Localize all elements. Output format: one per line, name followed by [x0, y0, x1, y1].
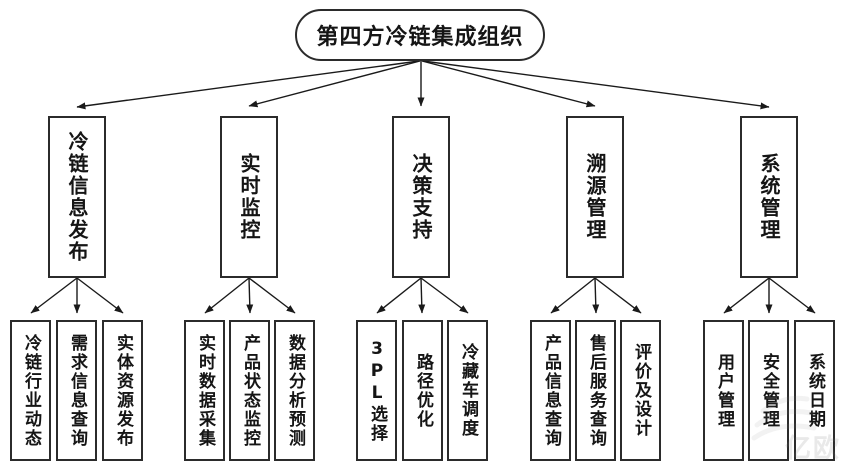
leaf-node-label: 冷藏车调度	[458, 343, 478, 438]
leaf-node-label: 实体资源发布	[113, 333, 133, 448]
leaf-node: 数据分析预测	[274, 320, 315, 461]
leaf-node: 路径优化	[402, 320, 443, 461]
branch-node-decision-support: 决策支持	[392, 116, 450, 278]
leaf-node: 系统日期	[794, 320, 835, 461]
leaf-node-label: 数据分析预测	[285, 333, 305, 448]
leaf-node: 安全管理	[748, 320, 789, 461]
leaf-node-label: 3PL选择	[367, 338, 387, 443]
root-node-label: 第四方冷链集成组织	[316, 25, 524, 50]
branch-node-label: 冷链信息发布	[65, 131, 89, 263]
leaf-node-label: 产品状态监控	[240, 333, 260, 448]
leaf-node-label: 系统日期	[805, 352, 825, 429]
leaf-node-label: 实时数据采集	[195, 333, 215, 448]
leaf-node: 实体资源发布	[102, 320, 143, 461]
leaf-node-label: 售后服务查询	[586, 333, 606, 448]
leaf-node: 评价及设计	[620, 320, 661, 461]
branch-node-label: 溯源管理	[583, 153, 607, 241]
branch-node-label: 决策支持	[409, 153, 433, 241]
leaf-node: 产品状态监控	[229, 320, 270, 461]
leaf-node: 产品信息查询	[530, 320, 571, 461]
leaf-node: 冷藏车调度	[447, 320, 488, 461]
branch-node-label: 系统管理	[757, 153, 781, 241]
branch-node-cold-chain-info-release: 冷链信息发布	[48, 116, 106, 278]
leaf-node-label: 用户管理	[714, 352, 734, 429]
leaf-node-label: 路径优化	[413, 352, 433, 429]
leaf-node: 实时数据采集	[184, 320, 225, 461]
leaf-node: 用户管理	[703, 320, 744, 461]
leaf-node-label: 安全管理	[759, 352, 779, 429]
leaf-node-label: 评价及设计	[631, 343, 651, 438]
leaf-node: 需求信息查询	[56, 320, 97, 461]
branch-node-label: 实时监控	[237, 153, 261, 241]
branch-node-realtime-monitoring: 实时监控	[220, 116, 278, 278]
leaf-node-label: 产品信息查询	[541, 333, 561, 448]
leaf-node-label: 需求信息查询	[67, 333, 87, 448]
leaf-node: 3PL选择	[356, 320, 397, 461]
root-node: 第四方冷链集成组织	[295, 9, 545, 61]
branch-node-system-management: 系统管理	[740, 116, 798, 278]
leaf-node-label: 冷链行业动态	[21, 333, 41, 448]
branch-node-traceability-management: 溯源管理	[566, 116, 624, 278]
leaf-node: 冷链行业动态	[10, 320, 51, 461]
leaf-node: 售后服务查询	[575, 320, 616, 461]
